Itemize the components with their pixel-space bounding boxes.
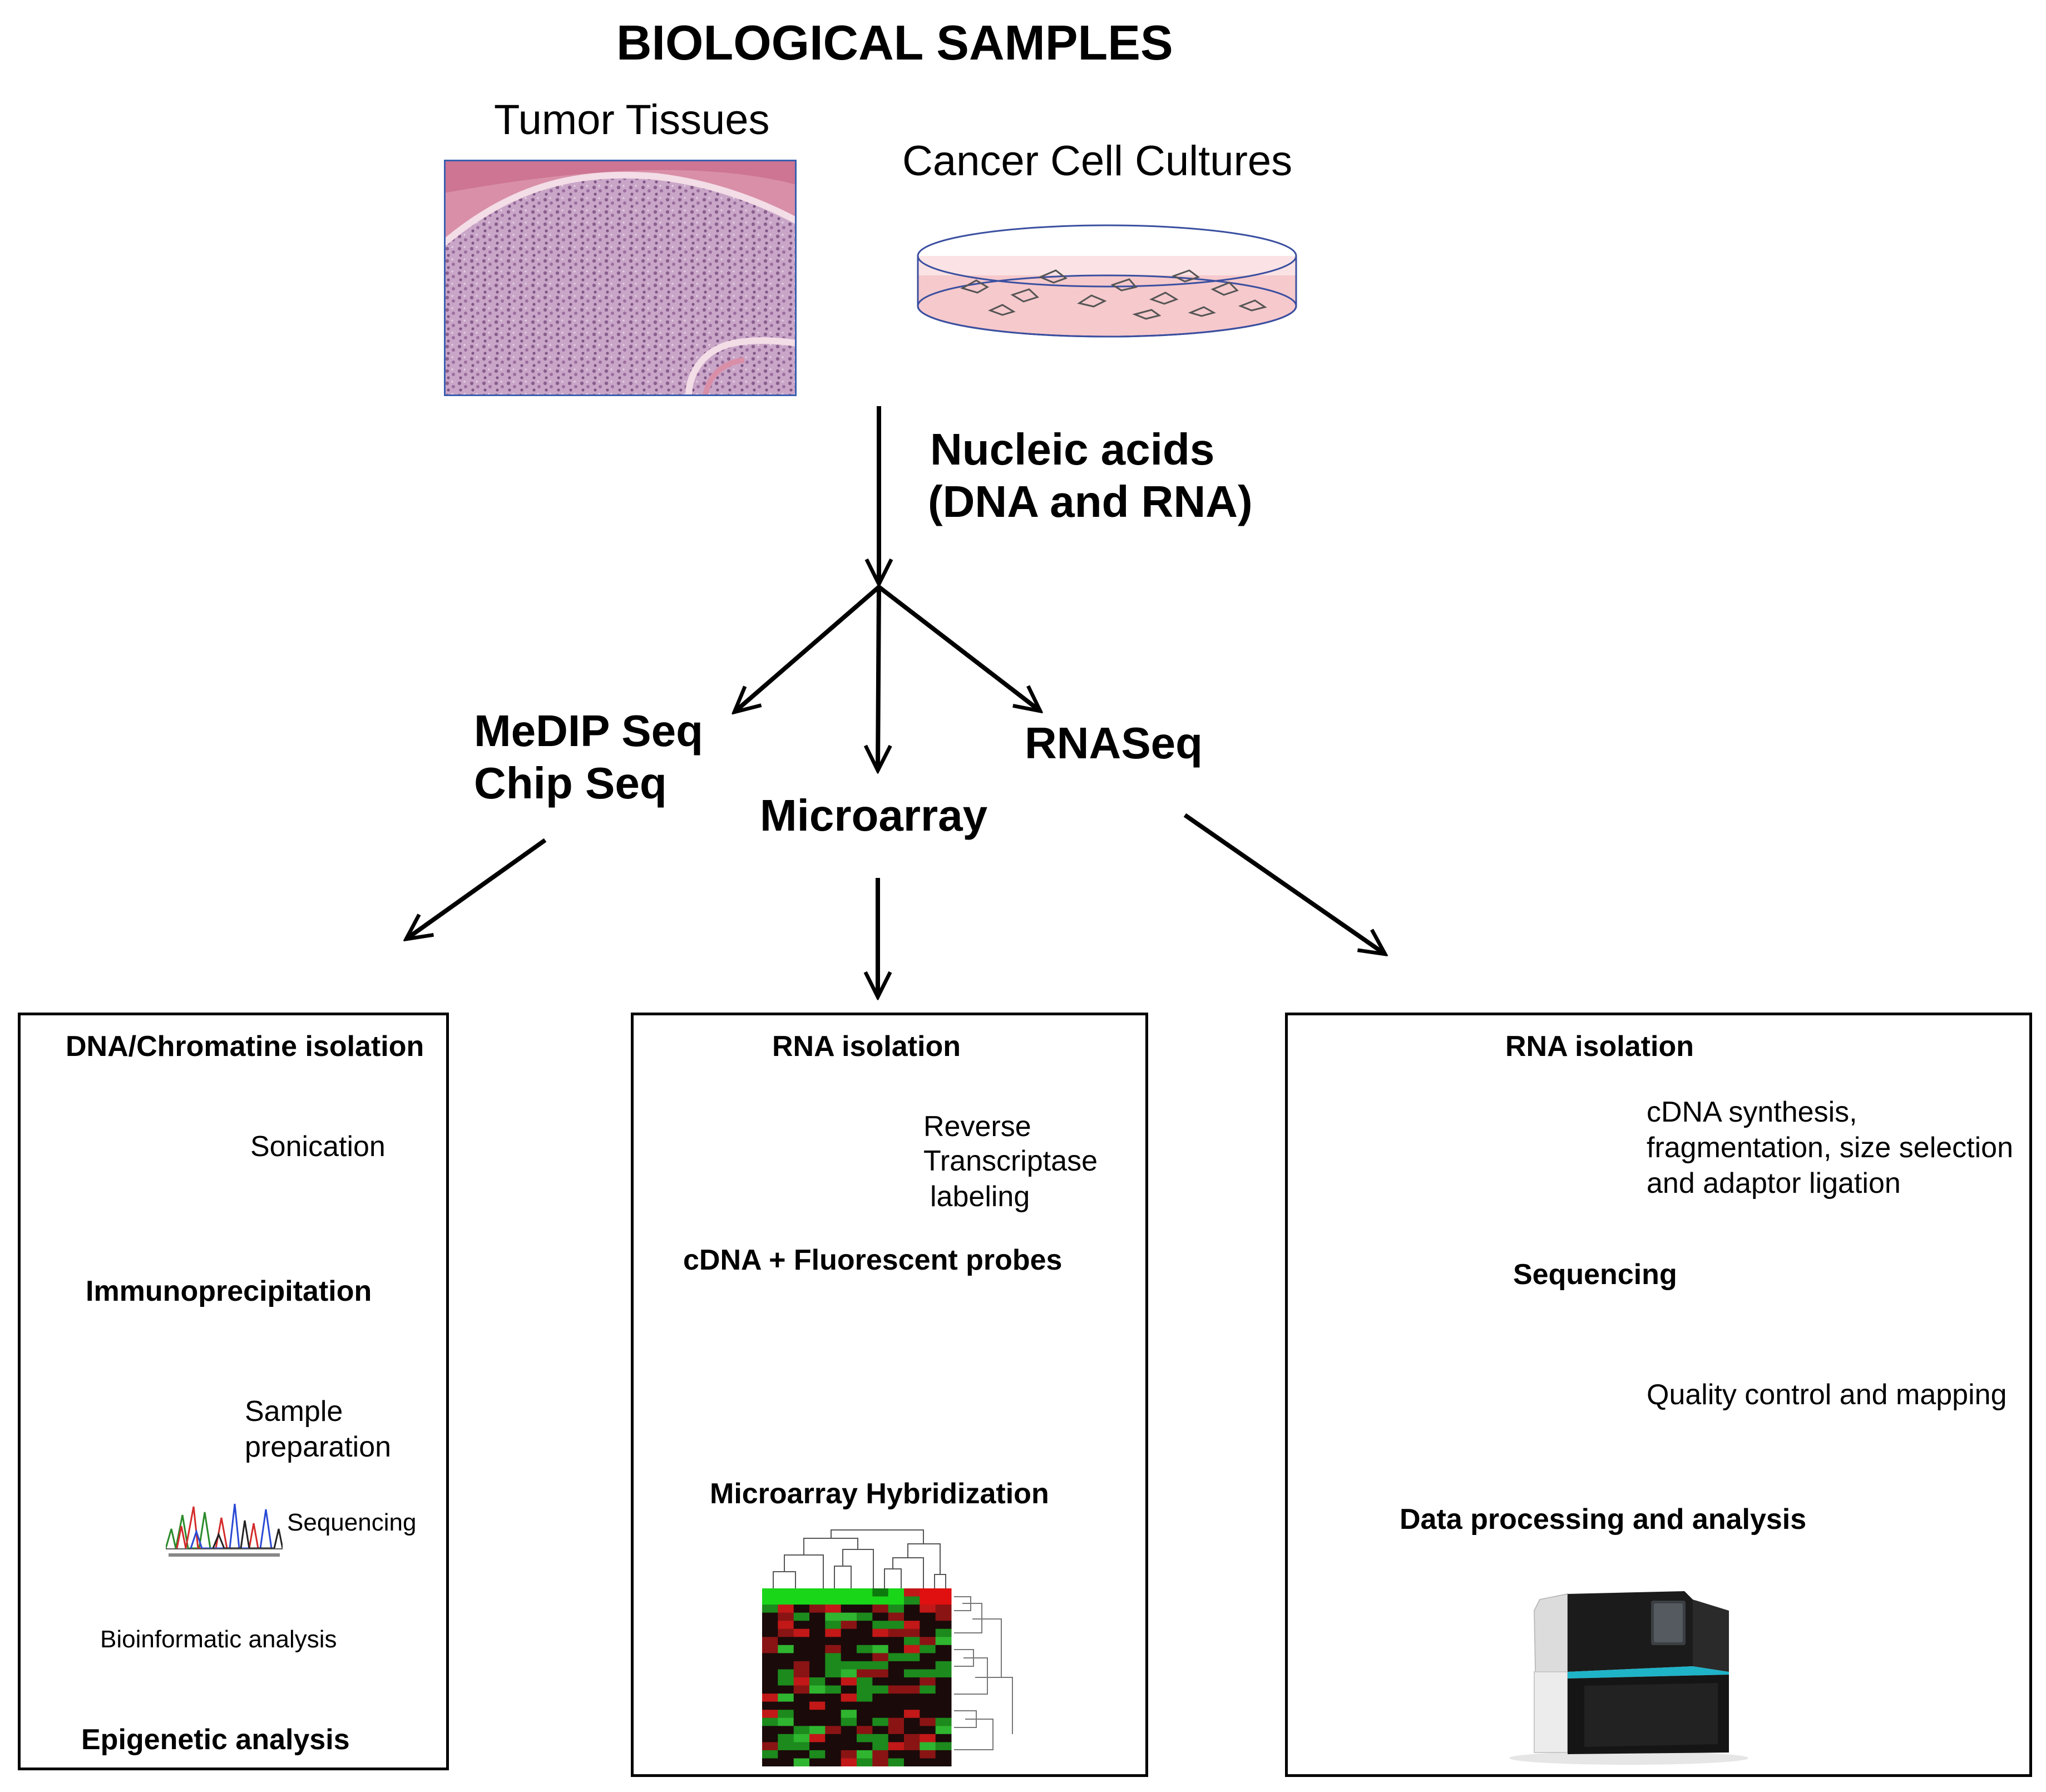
sequencing-step-right: Sequencing — [1513, 1258, 1677, 1291]
dna-rna-label: (DNA and RNA) — [928, 477, 1253, 526]
sequencing-chromatogram-icon — [166, 1503, 283, 1557]
reverse-transcriptase-label-1: Reverse — [923, 1110, 1031, 1143]
arrow-branch-rnaseq — [877, 585, 1040, 711]
rna-isolation-step-mid: RNA isolation — [772, 1030, 961, 1063]
quality-control-label: Quality control and mapping — [1647, 1379, 2007, 1411]
microarray-label: Microarray — [760, 791, 988, 840]
epigenetic-workflow-box — [18, 1013, 449, 1770]
arrow-medip-to-box — [406, 838, 547, 939]
bioinformatic-analysis-label: Bioinformatic analysis — [100, 1626, 337, 1653]
cdna-synthesis-label-1: cDNA synthesis, — [1647, 1096, 1857, 1128]
sample-preparation-label-1: Sample — [245, 1395, 343, 1428]
reverse-transcriptase-label-2: Transcriptase — [923, 1145, 1098, 1177]
diagram-title: BIOLOGICAL SAMPLES — [616, 15, 1173, 70]
immunoprecipitation-step: Immunoprecipitation — [86, 1275, 372, 1307]
tumor-tissue-image — [444, 160, 797, 396]
sequencing-label-left: Sequencing — [287, 1509, 417, 1536]
rna-isolation-step-right: RNA isolation — [1505, 1030, 1694, 1063]
cdna-synthesis-label-3: and adaptor ligation — [1647, 1167, 1901, 1199]
nucleic-acids-label: Nucleic acids — [930, 424, 1215, 474]
chip-seq-label: Chip Seq — [474, 758, 667, 808]
arrow-rnaseq-to-box — [1183, 813, 1385, 954]
reverse-transcriptase-label-3: labeling — [930, 1181, 1030, 1213]
cancer-cell-cultures-label: Cancer Cell Cultures — [902, 137, 1293, 185]
medip-seq-label: MeDIP Seq — [474, 706, 703, 756]
arrow-branch-microarray — [878, 586, 879, 771]
cdna-fluorescent-probes-step: cDNA + Fluorescent probes — [683, 1244, 1062, 1276]
sonication-label: Sonication — [250, 1131, 386, 1163]
cdna-synthesis-label-2: fragmentation, size selection — [1647, 1132, 2014, 1164]
rnaseq-label: RNASeq — [1025, 718, 1203, 768]
data-processing-step: Data processing and analysis — [1400, 1503, 1807, 1536]
arrow-branch-medip — [734, 585, 881, 712]
tumor-tissues-label: Tumor Tissues — [494, 96, 770, 144]
petri-dish-image — [917, 224, 1297, 338]
epigenetic-analysis-step: Epigenetic analysis — [81, 1724, 350, 1756]
sequencer-machine-image — [1509, 1591, 1748, 1765]
microarray-heatmap-image — [762, 1529, 1013, 1766]
dna-chromatine-isolation-step: DNA/Chromatine isolation — [66, 1030, 424, 1063]
sample-preparation-label-2: preparation — [245, 1431, 392, 1463]
microarray-hybridization-step: Microarray Hybridization — [710, 1478, 1049, 1510]
